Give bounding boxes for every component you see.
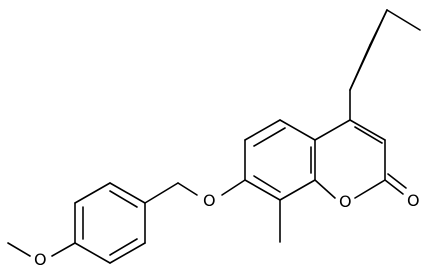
bond <box>279 119 316 141</box>
bond <box>354 179 386 199</box>
ring-oxygen-label: O <box>339 192 352 211</box>
bond <box>7 242 31 257</box>
bond <box>369 9 388 46</box>
benzo-ring <box>221 119 316 243</box>
bond <box>387 173 407 189</box>
bond <box>244 119 281 141</box>
bond <box>109 182 146 204</box>
bond <box>221 179 246 196</box>
methoxy-oxygen-label: O <box>34 250 47 269</box>
carbonyl-oxygen-label: O <box>407 191 420 210</box>
bond <box>384 179 404 195</box>
bond <box>253 127 286 147</box>
ether-oxygen-label: O <box>203 191 216 210</box>
bond <box>74 182 111 204</box>
bond <box>253 175 281 193</box>
butyl-chain <box>349 9 421 91</box>
pyranone-ring <box>314 89 407 199</box>
bond <box>74 242 111 264</box>
bond <box>177 182 198 196</box>
bond <box>386 9 421 31</box>
bond <box>109 190 138 208</box>
bond <box>279 179 316 201</box>
bond <box>349 119 386 141</box>
bond <box>244 179 281 201</box>
benzyl-linker <box>144 182 198 204</box>
bond <box>51 242 76 257</box>
bond <box>349 44 371 91</box>
bond <box>354 126 383 144</box>
bond <box>144 182 179 204</box>
methoxyphenyl-ring <box>7 182 146 264</box>
bond <box>109 238 138 256</box>
bond <box>314 179 336 199</box>
bond <box>314 119 351 141</box>
bond <box>109 242 146 264</box>
